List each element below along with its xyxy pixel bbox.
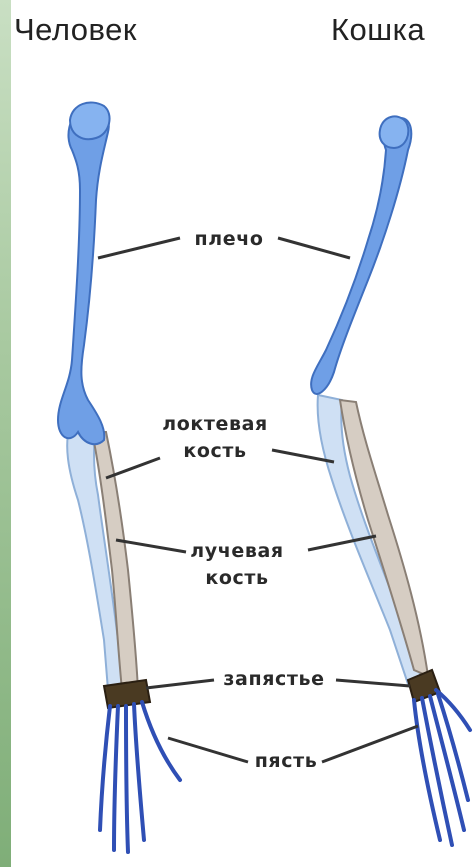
human-hand-bones — [100, 702, 180, 852]
label-radius-line1: лучевая — [182, 538, 292, 565]
label-ulna-line1: локтевая — [148, 411, 282, 438]
label-wrist-text: запястье — [210, 666, 338, 693]
leader-shoulder-cat — [278, 238, 350, 258]
human-humerus-bone — [58, 107, 109, 444]
leader-wrist-cat — [336, 680, 410, 686]
cat-humerus-bone — [311, 118, 411, 394]
label-shoulder: плечо — [182, 226, 276, 253]
label-shoulder-text: плечо — [182, 226, 276, 253]
label-wrist: запястье — [210, 666, 338, 693]
label-radius-line2: кость — [182, 565, 292, 592]
label-metacarpus-text: пясть — [246, 748, 326, 775]
title-human: Человек — [14, 12, 137, 48]
cat-hand-bones — [414, 690, 470, 845]
cat-humerus-head — [380, 116, 409, 148]
label-ulna: локтевая кость — [148, 411, 282, 465]
leader-metacarpus-human — [168, 738, 248, 762]
leader-metacarpus-cat — [322, 726, 418, 762]
title-cat: Кошка — [331, 12, 425, 48]
leader-wrist-human — [146, 680, 214, 688]
human-humerus-head — [70, 102, 110, 139]
label-ulna-line2: кость — [148, 438, 282, 465]
label-metacarpus: пясть — [246, 748, 326, 775]
leader-shoulder-human — [98, 238, 180, 258]
human-arm — [58, 102, 180, 852]
label-radius: лучевая кость — [182, 538, 292, 592]
